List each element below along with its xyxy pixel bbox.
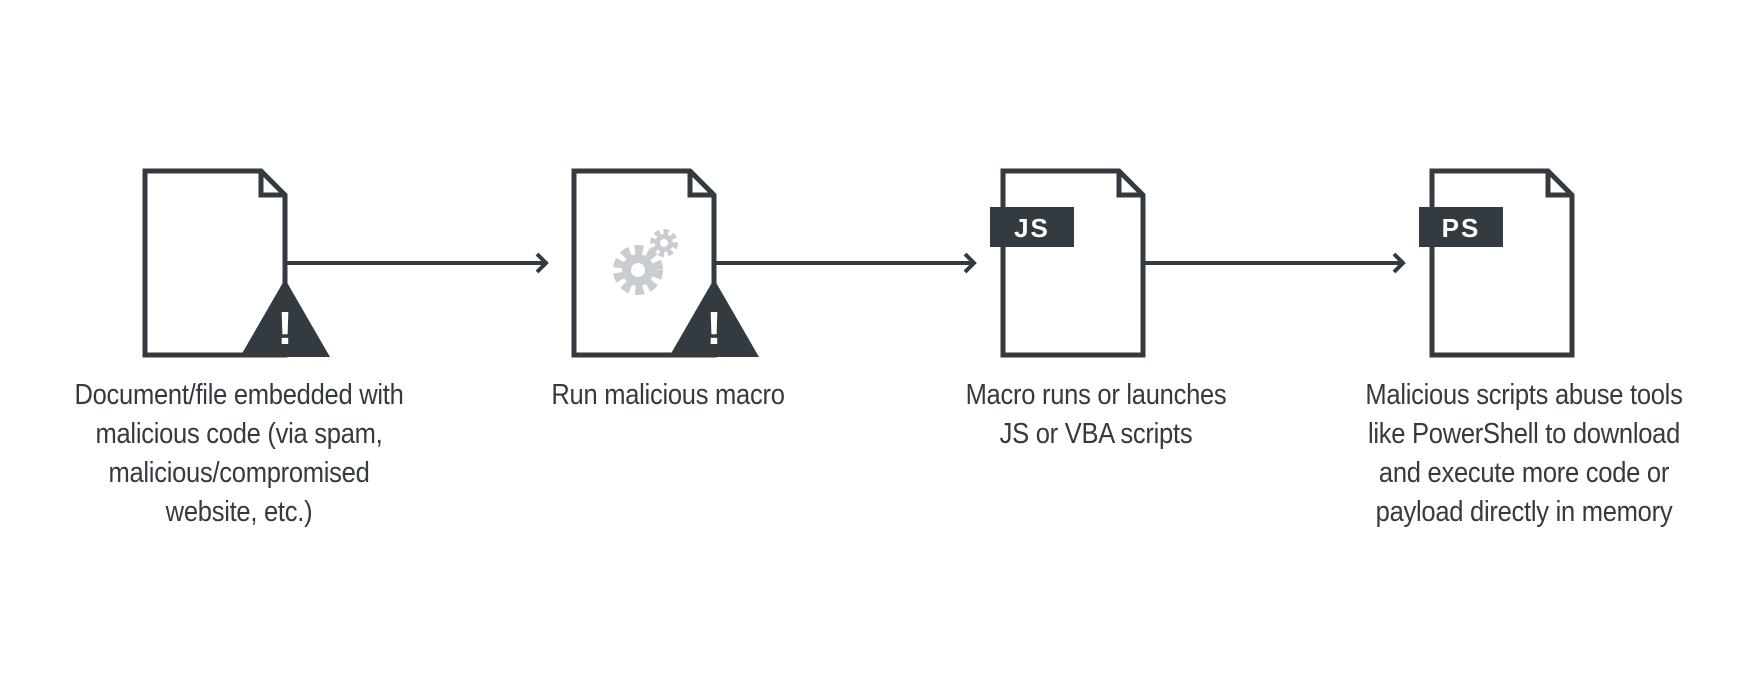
document-fold (687, 171, 714, 198)
warning-icon: ! (669, 279, 759, 357)
js-badge: JS (990, 207, 1074, 247)
small-gear-icon (650, 229, 678, 257)
arrow-2 (714, 252, 977, 274)
step-1-document-warning-icon: ! (142, 168, 330, 358)
gears-icon (613, 229, 678, 295)
arrow-1 (285, 252, 549, 274)
warning-glyph: ! (706, 302, 721, 354)
document-outline (142, 168, 288, 358)
step-1-caption: Document/file embedded with malicious co… (74, 379, 404, 528)
large-gear-icon (613, 245, 663, 295)
document-fold (1545, 171, 1572, 198)
ps-badge: PS (1419, 207, 1503, 247)
step-3-js-document-icon: JS (990, 168, 1146, 358)
document-outline (1000, 168, 1146, 358)
document-outline (1429, 168, 1575, 358)
step-2-document-gears-warning-icon: ! (571, 168, 759, 358)
step-2-caption: Run malicious macro (551, 379, 785, 411)
arrow-3 (1143, 252, 1406, 274)
warning-glyph: ! (277, 302, 292, 354)
step-4-ps-document-icon: PS (1419, 168, 1575, 358)
step-4-caption: Malicious scripts abuse tools like Power… (1365, 379, 1683, 528)
ps-badge-label: PS (1442, 213, 1481, 243)
step-3-caption: Macro runs or launches JS or VBA scripts (965, 379, 1227, 450)
document-fold (1116, 171, 1143, 198)
document-fold (258, 171, 285, 198)
warning-icon: ! (240, 279, 330, 357)
js-badge-label: JS (1014, 213, 1050, 243)
